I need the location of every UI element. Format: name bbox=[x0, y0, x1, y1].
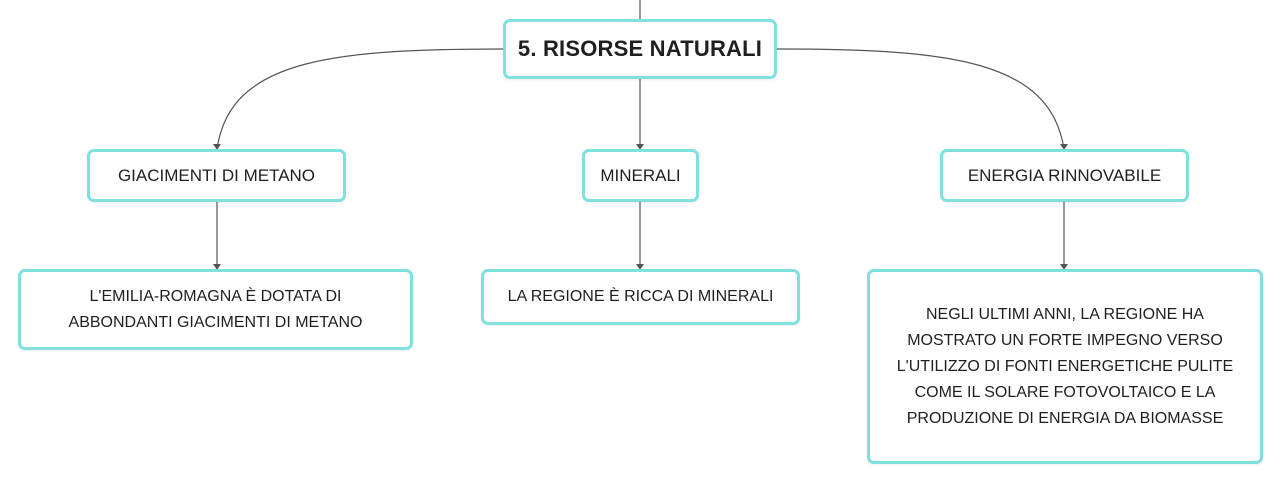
detail-line: L'UTILIZZO DI FONTI ENERGETICHE PULITE bbox=[896, 357, 1234, 375]
topic-node-giacimenti-di-metano[interactable]: GIACIMENTI DI METANO bbox=[87, 149, 346, 202]
topic-node-minerali[interactable]: MINERALI bbox=[582, 149, 699, 202]
detail-line: COME IL SOLARE FOTOVOLTAICO E LA bbox=[914, 383, 1216, 401]
root-node-label: 5. RISORSE NATURALI bbox=[517, 36, 763, 61]
arrowhead-giacimenti bbox=[213, 144, 221, 150]
arrowhead-energia bbox=[1060, 144, 1068, 150]
arrowhead-minerali bbox=[636, 144, 644, 150]
detail-node-giacimenti-di-metano[interactable]: L'EMILIA-ROMAGNA È DOTATA DI ABBONDANTI … bbox=[18, 269, 413, 350]
topic-label: ENERGIA RINNOVABILE bbox=[967, 165, 1162, 185]
arrowhead-minerali-detail bbox=[636, 264, 644, 270]
detail-node-energia-rinnovabile[interactable]: NEGLI ULTIMI ANNI, LA REGIONE HA MOSTRAT… bbox=[867, 269, 1263, 464]
detail-line: LA REGIONE È RICCA DI MINERALI bbox=[507, 288, 774, 305]
detail-line: ABBONDANTI GIACIMENTI DI METANO bbox=[68, 313, 363, 331]
detail-line: L'EMILIA-ROMAGNA È DOTATA DI bbox=[89, 287, 342, 305]
detail-line: NEGLI ULTIMI ANNI, LA REGIONE HA bbox=[925, 305, 1204, 323]
connector-root-to-giacimenti bbox=[216, 48, 504, 150]
arrowhead-energia-detail bbox=[1060, 264, 1068, 270]
arrowhead-giacimenti-detail bbox=[213, 264, 221, 270]
topic-node-energia-rinnovabile[interactable]: ENERGIA RINNOVABILE bbox=[940, 149, 1189, 202]
connector-root-to-energia bbox=[776, 48, 1065, 150]
topic-label: MINERALI bbox=[600, 165, 681, 185]
detail-line: MOSTRATO UN FORTE IMPEGNO VERSO bbox=[907, 331, 1223, 349]
root-node[interactable]: 5. RISORSE NATURALI bbox=[503, 19, 777, 79]
detail-line: PRODUZIONE DI ENERGIA DA BIOMASSE bbox=[906, 409, 1224, 427]
detail-node-minerali[interactable]: LA REGIONE È RICCA DI MINERALI bbox=[481, 269, 800, 325]
topic-label: GIACIMENTI DI METANO bbox=[117, 165, 316, 185]
